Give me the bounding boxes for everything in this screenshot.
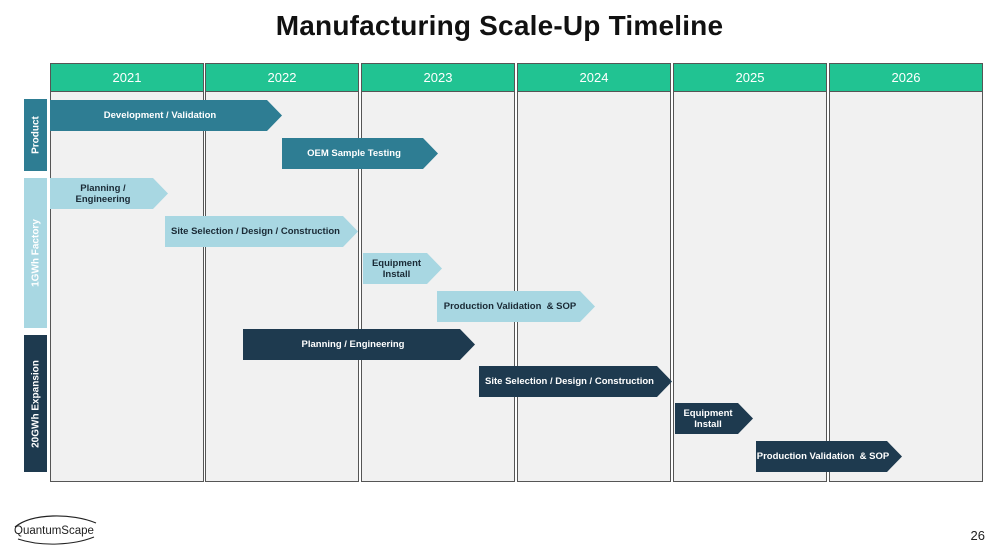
slide-title: Manufacturing Scale-Up Timeline (275, 10, 724, 41)
row-label-text: Product (30, 116, 41, 154)
year-column-2022: 2022 (205, 63, 359, 482)
year-header: 2026 (830, 64, 982, 92)
year-column-2026: 2026 (829, 63, 983, 482)
year-header: 2021 (51, 64, 203, 92)
bar-label: Equipment Install (371, 257, 422, 280)
bar-label: Site Selection / Design / Construction (485, 376, 654, 387)
bar-label: Planning / Engineering (75, 182, 131, 205)
quantumscape-logo: QuantumScape (12, 513, 102, 547)
bar-20gwh-site-selection: Site Selection / Design / Construction (479, 366, 672, 397)
bar-1gwh-production-validation: Production Validation & SOP (437, 291, 595, 322)
bar-development-validation: Development / Validation (50, 100, 282, 131)
bar-oem-sample-testing: OEM Sample Testing (282, 138, 438, 169)
year-header: 2023 (362, 64, 514, 92)
row-label-product: Product (24, 99, 47, 171)
row-label-1gwh-factory: 1GWh Factory (24, 178, 47, 328)
year-column-2024: 2024 (517, 63, 671, 482)
bar-20gwh-equipment-install: Equipment Install (675, 403, 753, 434)
bar-1gwh-equipment-install: Equipment Install (363, 253, 442, 284)
row-label-20gwh-expansion: 20GWh Expansion (24, 335, 47, 472)
row-label-text: 1GWh Factory (30, 219, 41, 287)
year-column-2021: 2021 (50, 63, 204, 482)
bar-label: OEM Sample Testing (307, 148, 401, 159)
year-header: 2022 (206, 64, 358, 92)
page-number: 26 (970, 528, 985, 543)
bar-label: Equipment Install (683, 407, 733, 430)
logo-text: QuantumScape (14, 525, 94, 537)
bar-label: Site Selection / Design / Construction (171, 226, 340, 237)
bar-label: Production Validation & SOP (756, 451, 890, 462)
bar-1gwh-planning-engineering: Planning / Engineering (50, 178, 168, 209)
row-label-text: 20GWh Expansion (30, 359, 41, 448)
bar-20gwh-planning-engineering: Planning / Engineering (243, 329, 475, 360)
bar-label: Production Validation & SOP (443, 301, 577, 312)
logo-swoosh-icon (14, 515, 97, 545)
bar-1gwh-site-selection: Site Selection / Design / Construction (165, 216, 358, 247)
bar-label: Development / Validation (103, 110, 217, 121)
bar-label: Planning / Engineering (301, 339, 405, 350)
year-header: 2024 (518, 64, 670, 92)
bar-20gwh-production-validation: Production Validation & SOP (756, 441, 902, 472)
year-header: 2025 (674, 64, 826, 92)
